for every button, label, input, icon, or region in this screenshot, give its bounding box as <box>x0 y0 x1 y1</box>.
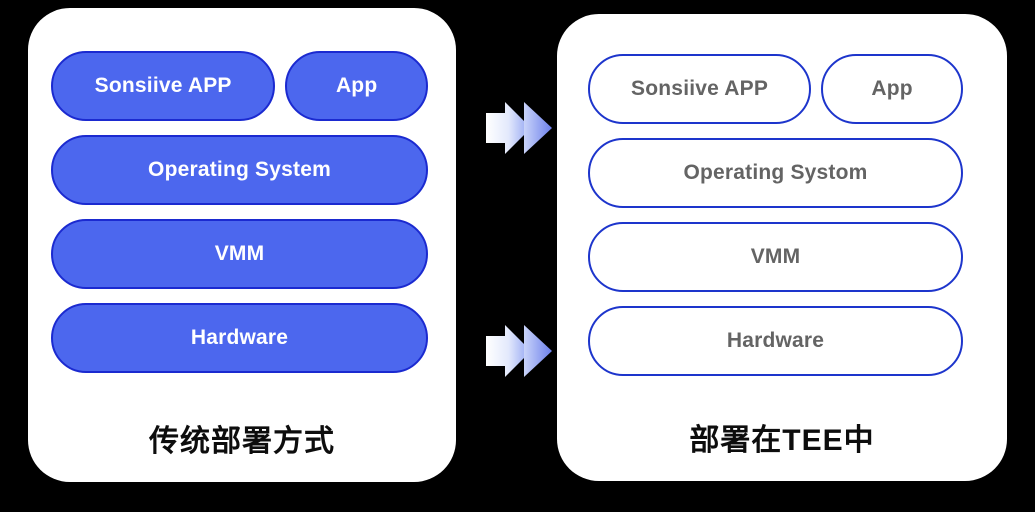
pill-operating-system: Operating System <box>51 135 428 205</box>
app-layer-row: Sonsiive APP App <box>588 54 963 124</box>
app-layer-row: Sonsiive APP App <box>51 51 428 121</box>
pill-sonsiive-app: Sonsiive APP <box>588 54 812 124</box>
pill-hardware: Hardware <box>588 306 963 376</box>
caption-tee-deployment: 部署在TEE中 <box>689 424 875 457</box>
caption-traditional-deployment: 传统部署方式 <box>149 425 335 458</box>
double-chevron-right-arrow-icon <box>486 325 552 377</box>
panel-tee-deployment: Sonsiive APP App Operating Systom VMM Ha… <box>557 14 1007 481</box>
panel-traditional-deployment: Sonsiive APP App Operating System VMM Ha… <box>28 8 456 482</box>
pill-sonsiive-app: Sonsiive APP <box>51 51 276 121</box>
pill-app: App <box>821 54 963 124</box>
layer-stack-traditional: Sonsiive APP App Operating System VMM Ha… <box>28 8 456 373</box>
pill-vmm: VMM <box>51 219 428 289</box>
pill-hardware: Hardware <box>51 303 428 373</box>
double-chevron-right-arrow-icon <box>486 102 552 154</box>
pill-vmm: VMM <box>588 222 963 292</box>
layer-stack-tee: Sonsiive APP App Operating Systom VMM Ha… <box>557 14 1007 376</box>
pill-operating-system: Operating Systom <box>588 138 963 208</box>
pill-app: App <box>285 51 428 121</box>
